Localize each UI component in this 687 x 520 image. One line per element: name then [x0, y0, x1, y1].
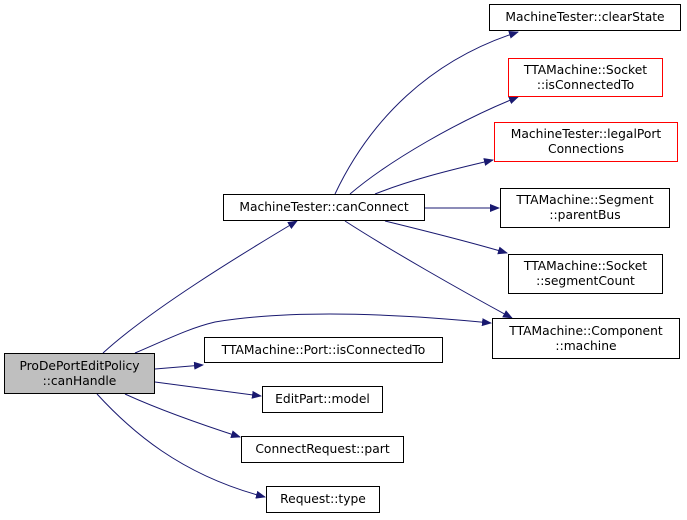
edge-can-connect-to-segment-count — [384, 220, 508, 255]
edge-can-connect-to-component-machine — [344, 220, 513, 319]
node-label-line1: ProDePortEditPolicy — [19, 358, 140, 373]
edge-can-connect-to-socket-is-connected — [349, 96, 519, 195]
edge-root-to-component-machine — [134, 313, 492, 354]
edge-can-connect-to-clear-state — [334, 30, 519, 195]
edge-root-to-edit-part-model — [154, 381, 262, 399]
node-port-is-connected-to[interactable]: TTAMachine::Port::isConnectedTo — [204, 337, 443, 363]
node-socket-segment-count[interactable]: TTAMachine::Socket ::segmentCount — [508, 254, 663, 294]
node-label: TTAMachine::Port::isConnectedTo — [221, 342, 426, 357]
edge-root-to-connect-request — [124, 393, 241, 439]
node-legal-port-connections[interactable]: MachineTester::legalPort Connections — [494, 122, 678, 162]
edge-root-to-request-type — [96, 393, 266, 499]
node-label: ConnectRequest::part — [255, 442, 390, 456]
node-connect-request-part[interactable]: ConnectRequest::part — [241, 436, 404, 463]
edge-root-to-port-is-connected — [154, 361, 204, 370]
node-root-can-handle: ProDePortEditPolicy ::canHandle — [4, 353, 155, 394]
node-label-line2: ::machine — [555, 338, 617, 353]
node-label-line2: ::canHandle — [42, 373, 117, 388]
node-label: MachineTester::clearState — [505, 10, 665, 24]
node-label-line2: ::isConnectedTo — [536, 77, 635, 92]
node-segment-parent-bus[interactable]: TTAMachine::Segment ::parentBus — [500, 188, 670, 228]
edge-can-connect-to-legal-port — [374, 158, 494, 195]
edge-root-to-can-connect — [102, 220, 298, 354]
node-label-line2: Connections — [548, 142, 624, 156]
node-label-line1: TTAMachine::Segment — [516, 193, 654, 207]
node-label-line1: TTAMachine::Socket — [523, 259, 648, 273]
node-label-line1: TTAMachine::Socket — [523, 62, 648, 77]
node-machine-tester-clear-state[interactable]: MachineTester::clearState — [489, 4, 681, 31]
node-label-line1: TTAMachine::Component — [509, 323, 663, 338]
node-request-type[interactable]: Request::type — [266, 486, 380, 513]
node-machine-tester-can-connect[interactable]: MachineTester::canConnect — [223, 194, 425, 221]
node-edit-part-model[interactable]: EditPart::model — [262, 386, 383, 413]
node-label: EditPart::model — [275, 392, 370, 406]
node-socket-is-connected-to[interactable]: TTAMachine::Socket ::isConnectedTo — [508, 58, 663, 97]
node-label: MachineTester::canConnect — [239, 200, 409, 214]
node-label: Request::type — [280, 492, 366, 506]
node-label-line1: MachineTester::legalPort — [510, 127, 662, 141]
node-label-line2: ::parentBus — [549, 208, 621, 222]
node-label-line2: ::segmentCount — [536, 274, 635, 288]
node-component-machine[interactable]: TTAMachine::Component ::machine — [492, 318, 680, 359]
